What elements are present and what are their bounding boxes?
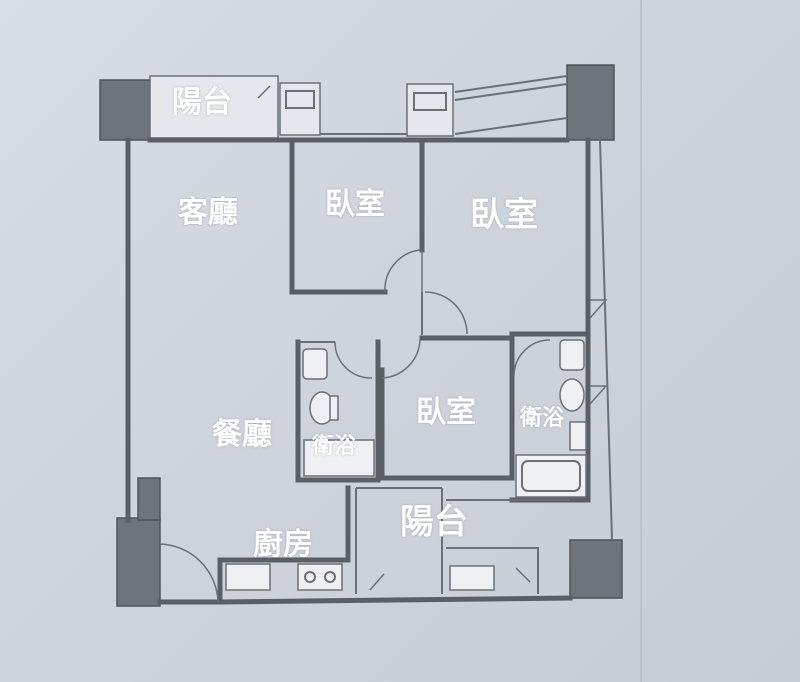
balcony-door-swing — [257, 85, 271, 99]
bathroom-2-shower-tray — [569, 421, 587, 451]
entry-door-arc — [159, 543, 219, 603]
room-label-living-room: 客廳 — [178, 195, 238, 230]
bedroom-1-door-arc — [384, 249, 421, 293]
room-label-balcony-bottom: 陽台 — [400, 502, 468, 542]
column-bottom-left — [116, 517, 161, 607]
exterior-wall-right-outer — [599, 139, 613, 541]
balcony-bottom-right — [446, 499, 570, 594]
bathroom-2-sink — [559, 339, 585, 371]
bathroom-1-shower — [303, 439, 375, 477]
room-label-bedroom-3: 臥室 — [416, 395, 476, 430]
balcony-bottom-door-leaf — [369, 573, 385, 591]
stove-burner-1 — [304, 571, 316, 583]
bedroom-3-walls — [379, 335, 515, 481]
column-top-right — [566, 64, 615, 141]
kitchen-walls — [217, 485, 351, 605]
column-left-mid — [137, 477, 161, 521]
stove-burner-2 — [324, 571, 336, 583]
bathroom-2-toilet — [559, 378, 585, 412]
bathroom-2-bathtub-inner — [521, 460, 581, 492]
kitchen-sink — [225, 563, 271, 591]
room-label-bathroom-1: 衛浴 — [312, 434, 357, 459]
hall-door-arc — [424, 291, 468, 335]
right-door-arc-2 — [589, 385, 608, 405]
column-bottom-right — [569, 539, 623, 599]
bathroom-1-sink — [302, 348, 328, 380]
room-label-dining-room: 餐廳 — [212, 417, 272, 452]
bathroom-1-door-arc — [334, 341, 373, 379]
bathroom-1-tank — [329, 395, 339, 421]
room-label-bedroom-1: 臥室 — [325, 187, 385, 222]
right-door-arc-1 — [589, 299, 608, 319]
room-label-bathroom-2: 衛浴 — [520, 406, 565, 431]
bedroom-3-door-arc — [381, 339, 421, 379]
laundry-door-leaf — [515, 567, 531, 583]
balcony-right-window-inner — [413, 92, 447, 111]
balcony-bottom-walls — [355, 487, 443, 594]
bathroom-1-walls — [295, 339, 381, 483]
bathroom-2-door-arc — [513, 339, 551, 377]
laundry-tub — [449, 565, 495, 591]
room-label-kitchen: 廚房 — [253, 527, 313, 562]
bedroom-1-walls — [289, 137, 388, 295]
slanted-window — [454, 75, 568, 135]
balcony-top-window-inner — [285, 90, 315, 109]
paper-edge — [640, 0, 642, 682]
room-label-bedroom-2: 臥室 — [470, 195, 538, 235]
column-top-left — [99, 79, 151, 141]
room-label-balcony-top: 陽台 — [172, 85, 232, 120]
